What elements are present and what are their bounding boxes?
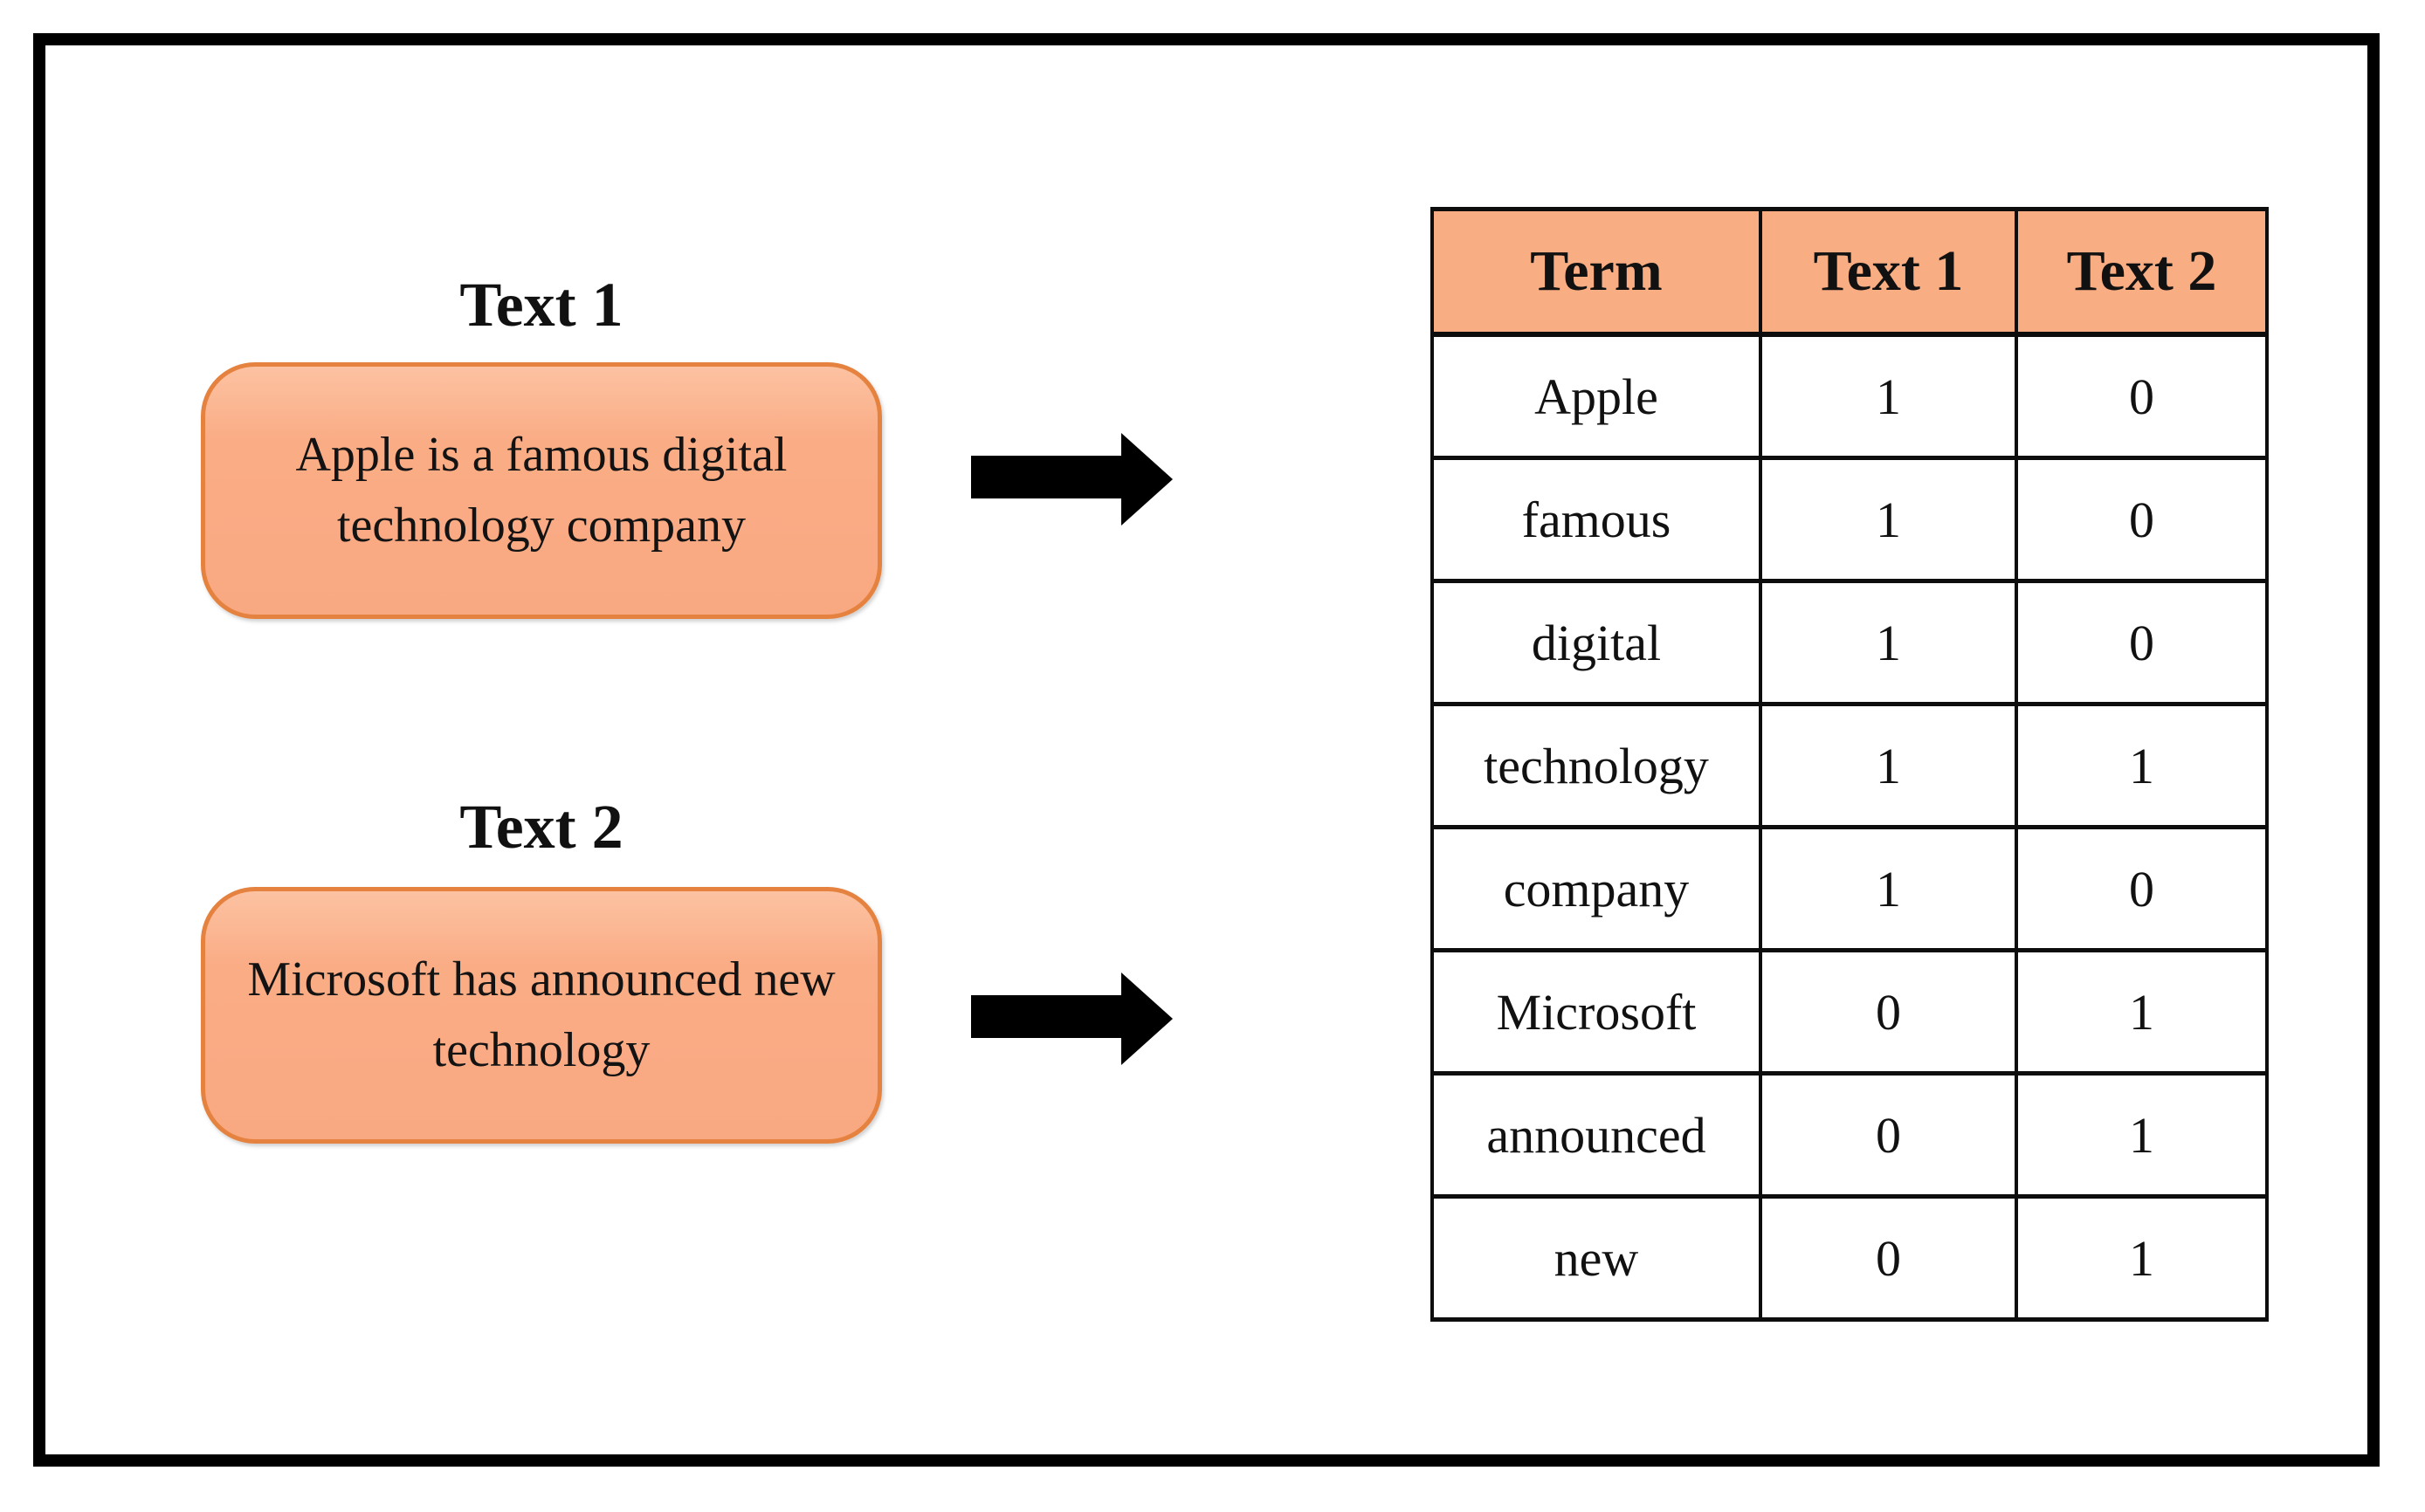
table-body: Apple 1 0 famous 1 0 digital 1 0 technol… — [1430, 332, 2269, 1322]
count-cell: 0 — [2015, 825, 2269, 952]
term-cell: famous — [1430, 456, 1762, 583]
header-row: Term Text 1 Text 2 — [1430, 207, 2269, 337]
source-box-text-1: Apple is a famous digital technology com… — [201, 362, 882, 619]
count-cell: 1 — [1759, 702, 2018, 829]
term-cell: company — [1430, 825, 1762, 952]
term-cell: new — [1430, 1194, 1762, 1322]
count-cell: 1 — [2015, 948, 2269, 1076]
term-cell: Apple — [1430, 332, 1762, 460]
source-label-text-2: Text 2 — [459, 792, 623, 862]
source-box-text-2: Microsoft has announced new technology — [201, 887, 882, 1144]
count-cell: 0 — [1759, 1194, 2018, 1322]
count-cell: 0 — [2015, 456, 2269, 583]
table-row: Apple 1 0 — [1430, 332, 2269, 460]
table-header: Term Text 1 Text 2 — [1430, 207, 2269, 337]
count-cell: 1 — [1759, 579, 2018, 706]
table-row: company 1 0 — [1430, 825, 2269, 952]
table-row: Microsoft 0 1 — [1430, 948, 2269, 1076]
table-row: famous 1 0 — [1430, 456, 2269, 583]
table-row: new 0 1 — [1430, 1194, 2269, 1322]
count-cell: 1 — [2015, 1194, 2269, 1322]
count-cell: 1 — [1759, 825, 2018, 952]
table-row: announced 0 1 — [1430, 1071, 2269, 1199]
count-cell: 1 — [1759, 332, 2018, 460]
source-text-1-content: Apple is a famous digital technology com… — [295, 427, 788, 553]
count-cell: 1 — [1759, 456, 2018, 583]
right-arrow-icon — [971, 433, 1173, 526]
term-cell: digital — [1430, 579, 1762, 706]
count-cell: 1 — [2015, 1071, 2269, 1199]
term-cell: technology — [1430, 702, 1762, 829]
text2-column-header: Text 2 — [2015, 207, 2269, 337]
count-cell: 0 — [1759, 1071, 2018, 1199]
count-cell: 0 — [2015, 579, 2269, 706]
right-arrow-icon — [971, 972, 1173, 1065]
term-cell: announced — [1430, 1071, 1762, 1199]
table-row: digital 1 0 — [1430, 579, 2269, 706]
table-row: technology 1 1 — [1430, 702, 2269, 829]
text1-column-header: Text 1 — [1759, 207, 2018, 337]
count-cell: 0 — [1759, 948, 2018, 1076]
term-column-header: Term — [1430, 207, 1762, 337]
term-cell: Microsoft — [1430, 948, 1762, 1076]
source-text-2-content: Microsoft has announced new technology — [247, 952, 836, 1077]
source-label-text-1: Text 1 — [459, 270, 623, 340]
count-cell: 0 — [2015, 332, 2269, 460]
count-cell: 1 — [2015, 702, 2269, 829]
term-document-table: Term Text 1 Text 2 Apple 1 0 famous 1 0 … — [1430, 207, 2269, 1322]
